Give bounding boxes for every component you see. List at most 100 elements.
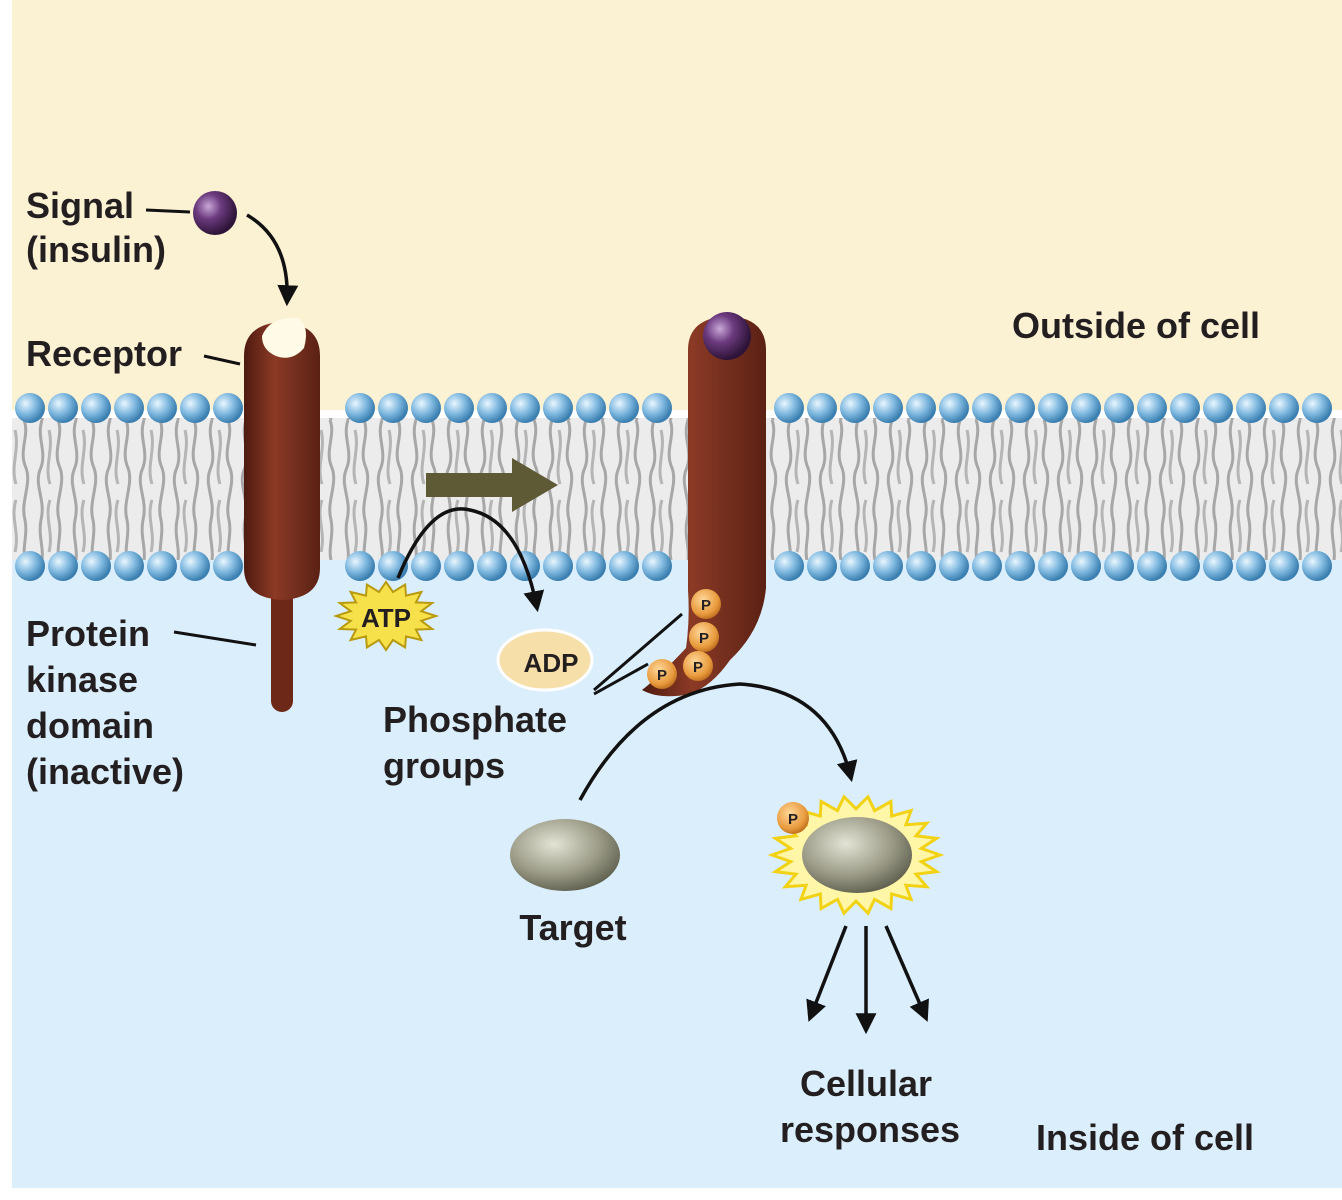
- phospholipid-head: [906, 393, 936, 423]
- phospholipid-head: [642, 393, 672, 423]
- kinase-label-line2: kinase: [26, 659, 138, 700]
- phospholipid-head: [510, 393, 540, 423]
- phospholipid-head: [543, 393, 573, 423]
- phospholipid-head: [477, 551, 507, 581]
- phospholipid-head: [180, 551, 210, 581]
- response-arrow-1: [806, 925, 848, 1022]
- phospholipid-head: [972, 393, 1002, 423]
- kinase-leader: [173, 630, 257, 647]
- phospholipid-head: [1170, 551, 1200, 581]
- receptor-phosphates: P P P P: [647, 589, 721, 689]
- phospholipid-head: [1038, 393, 1068, 423]
- phospholipid-head: [1104, 551, 1134, 581]
- phospholipid-head: [411, 393, 441, 423]
- phospholipid-head: [873, 551, 903, 581]
- lipid-bilayer: [12, 393, 1342, 581]
- phospholipid-head: [972, 551, 1002, 581]
- svg-text:P: P: [788, 811, 798, 828]
- phospholipid-head: [1005, 551, 1035, 581]
- phospholipid-head: [1203, 393, 1233, 423]
- phospholipid-heads-inner: [15, 551, 1332, 581]
- phospholipid-head: [906, 551, 936, 581]
- outside-label: Outside of cell: [1012, 305, 1260, 346]
- adp-label: ADP: [524, 648, 579, 678]
- phospholipid-head: [1005, 393, 1035, 423]
- phospholipid-head: [15, 393, 45, 423]
- phospholipid-head: [1137, 551, 1167, 581]
- phospholipid-head: [609, 551, 639, 581]
- phospholipid-head: [774, 393, 804, 423]
- phospholipid-head: [1269, 551, 1299, 581]
- inside-label: Inside of cell: [1036, 1117, 1254, 1158]
- phospholipid-head: [1236, 393, 1266, 423]
- phospholipid-head: [807, 551, 837, 581]
- phosphate-leader-1: [593, 612, 683, 692]
- phospholipid-heads-outer: [15, 393, 1332, 423]
- signal-leader: [145, 208, 191, 214]
- phospholipid-head: [1302, 393, 1332, 423]
- phospholipid-head: [939, 551, 969, 581]
- phosphorylated-target: P: [767, 794, 945, 916]
- atp-to-adp-arrow: [396, 507, 545, 613]
- responses-label-line2: responses: [780, 1109, 960, 1150]
- insulin-molecule: [193, 191, 237, 235]
- phospholipid-head: [609, 393, 639, 423]
- atp-label: ATP: [361, 603, 411, 633]
- phospholipid-head: [180, 393, 210, 423]
- inside-region: [12, 560, 1342, 1188]
- phospholipid-head: [477, 393, 507, 423]
- atp-molecule: ATP: [332, 580, 440, 652]
- svg-text:P: P: [693, 659, 703, 676]
- phospholipid-head: [576, 551, 606, 581]
- phospholipid-head: [873, 393, 903, 423]
- signal-label: Signal: [26, 185, 134, 226]
- target-protein: [510, 819, 620, 891]
- phospholipid-head: [1071, 393, 1101, 423]
- binding-arrow: [246, 213, 299, 307]
- svg-text:P: P: [657, 667, 667, 684]
- phosphorylation-arrow: [578, 682, 858, 801]
- phospholipid-head: [1137, 393, 1167, 423]
- target-label: Target: [519, 907, 626, 948]
- phospholipid-head: [840, 551, 870, 581]
- phosphate-label-line2: groups: [383, 745, 505, 786]
- receptor-inactive: [244, 317, 320, 712]
- transition-arrow: [426, 458, 558, 512]
- phospholipid-head: [1170, 393, 1200, 423]
- phospholipid-head: [444, 551, 474, 581]
- svg-text:P: P: [699, 630, 709, 647]
- phospholipid-head: [345, 551, 375, 581]
- phospholipid-head: [48, 393, 78, 423]
- phospholipid-head: [147, 393, 177, 423]
- phospholipid-head: [1038, 551, 1068, 581]
- phospholipid-head: [213, 393, 243, 423]
- phospholipid-head: [1071, 551, 1101, 581]
- phospholipid-head: [345, 393, 375, 423]
- phospholipid-head: [1236, 551, 1266, 581]
- phospholipid-head: [642, 551, 672, 581]
- phospholipid-head: [1302, 551, 1332, 581]
- responses-label-line1: Cellular: [800, 1063, 932, 1104]
- phospholipid-head: [576, 393, 606, 423]
- kinase-label-line1: Protein: [26, 613, 150, 654]
- phospholipid-head: [81, 551, 111, 581]
- signal-sublabel: (insulin): [26, 229, 166, 270]
- phospholipid-head: [840, 393, 870, 423]
- phospholipid-head: [114, 393, 144, 423]
- phospholipid-head: [543, 551, 573, 581]
- phospholipid-head: [939, 393, 969, 423]
- phospholipid-head: [114, 551, 144, 581]
- phospholipid-head: [15, 551, 45, 581]
- phospholipid-head: [411, 551, 441, 581]
- svg-text:P: P: [701, 597, 711, 614]
- phospholipid-head: [444, 393, 474, 423]
- phospholipid-head: [1104, 393, 1134, 423]
- response-arrow-3: [884, 925, 929, 1022]
- phospholipid-head: [81, 393, 111, 423]
- phospholipid-head: [1269, 393, 1299, 423]
- receptor-active: [642, 312, 766, 697]
- phosphate-label-line1: Phosphate: [383, 699, 567, 740]
- kinase-label-line4: (inactive): [26, 751, 184, 792]
